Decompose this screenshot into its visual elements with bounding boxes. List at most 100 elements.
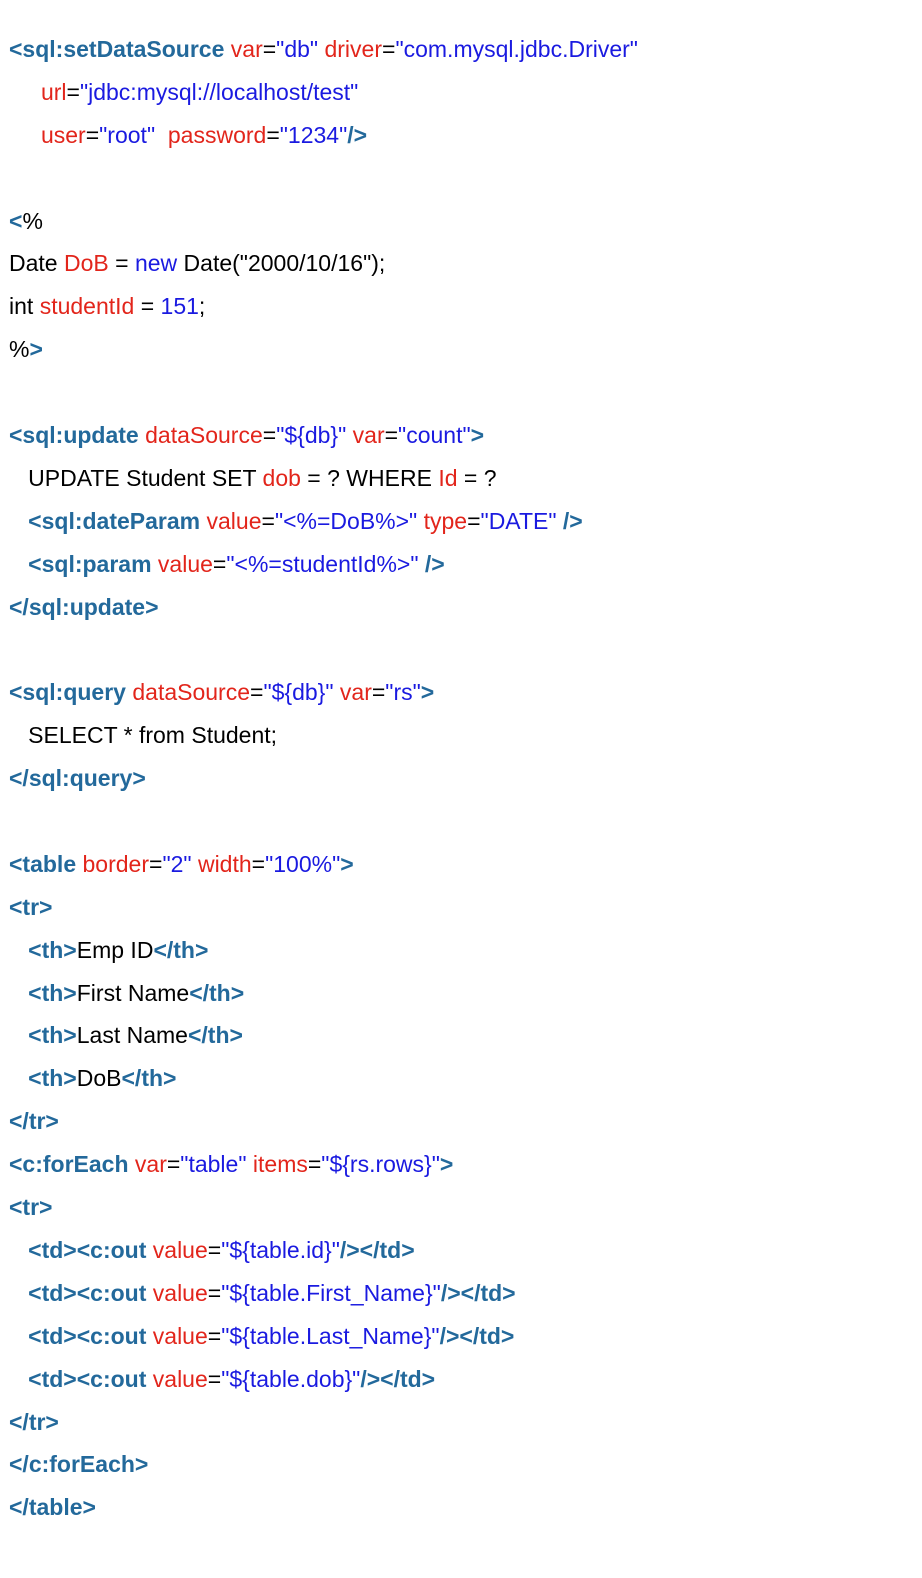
code-line: <th>DoB</th> [9, 1057, 922, 1100]
code-attribute: user [40, 121, 86, 148]
code-text: = [207, 1279, 222, 1306]
code-text [9, 508, 28, 534]
code-attribute: items [252, 1151, 308, 1178]
code-text: = [166, 1151, 181, 1178]
code-line: <td><c:out value="${table.id}"/></td> [9, 1229, 922, 1272]
code-tag: /> [562, 507, 583, 534]
code-text: % [22, 207, 43, 234]
code-tag: <sql:dateParam [28, 507, 201, 534]
code-text: int [9, 293, 40, 320]
code-text: = [108, 250, 135, 277]
code-text: = [251, 850, 266, 877]
code-line: </tr> [9, 1401, 922, 1444]
code-text: Date("2000/10/16"); [177, 250, 386, 277]
code-tag: <sql:param [28, 550, 152, 577]
code-attribute: var [339, 679, 372, 706]
code-keyword: new [134, 250, 178, 277]
code-line: </tr> [9, 1100, 922, 1143]
code-attribute: var [230, 36, 263, 62]
code-tag: <table [9, 850, 77, 877]
code-attribute: dataSource [132, 679, 250, 706]
code-tag: <tr> [9, 893, 53, 920]
code-text: = [134, 293, 161, 320]
code-variable: DoB [63, 250, 109, 277]
code-attribute: value [206, 507, 262, 534]
code-string: "rs" [385, 679, 421, 706]
code-text [9, 122, 41, 148]
code-text: = [85, 121, 100, 148]
code-string: "table" [180, 1151, 247, 1178]
code-text [9, 1065, 28, 1091]
code-line: %> [9, 328, 922, 371]
code-text: ; [198, 293, 206, 320]
code-line: </c:forEach> [9, 1443, 922, 1486]
code-line: </table> [9, 1486, 922, 1529]
code-tag: /></td> [360, 1365, 436, 1392]
code-line: url="jdbc:mysql://localhost/test" [9, 71, 922, 114]
code-string: "${table.id}" [221, 1236, 340, 1263]
code-line: <td><c:out value="${table.dob}"/></td> [9, 1358, 922, 1401]
code-line: <c:forEach var="table" items="${rs.rows}… [9, 1143, 922, 1186]
code-tag: <td><c:out [28, 1236, 147, 1263]
code-text: Last Name [76, 1022, 188, 1049]
code-text: = [261, 507, 275, 534]
code-line: </sql:update> [9, 586, 922, 629]
code-tag: < [9, 207, 23, 234]
code-tag: /></td> [440, 1279, 516, 1306]
code-line [9, 628, 922, 671]
code-text: = [250, 679, 264, 706]
code-tag: /></td> [439, 1322, 515, 1349]
code-line: SELECT * from Student; [9, 714, 922, 757]
code-string: "count" [398, 422, 471, 449]
code-text: = [207, 1365, 222, 1392]
code-tag: </th> [121, 1065, 177, 1092]
code-tag: > [340, 850, 354, 877]
code-line: <th>First Name</th> [9, 972, 922, 1015]
code-line: <sql:setDataSource var="db" driver="com.… [9, 28, 922, 71]
code-string: "${table.Last_Name}" [221, 1322, 440, 1349]
code-line: <sql:update dataSource="${db}" var="coun… [9, 414, 922, 457]
code-attribute: dataSource [145, 422, 263, 449]
code-tag: </tr> [9, 1108, 59, 1135]
code-text: = [262, 422, 277, 449]
code-text: UPDATE Student SET [9, 464, 263, 491]
code-tag: > [420, 679, 435, 706]
code-line [9, 371, 922, 414]
code-attribute: url [40, 78, 67, 105]
code-text: = [149, 850, 163, 877]
code-text: = [467, 507, 481, 534]
code-line: <sql:param value="<%=studentId%>" /> [9, 543, 922, 586]
code-line: Date DoB = new Date("2000/10/16"); [9, 242, 922, 285]
code-text: = [384, 422, 399, 449]
code-tag: </c:forEach> [9, 1451, 149, 1478]
code-tag: </table> [9, 1494, 96, 1521]
code-line: <% [9, 200, 922, 243]
code-attribute: value [152, 1236, 208, 1263]
code-tag: <sql:setDataSource [9, 36, 225, 62]
code-text: First Name [76, 979, 190, 1006]
code-tag: /> [424, 550, 445, 577]
code-attribute: var [134, 1151, 167, 1178]
code-line: <th>Emp ID</th> [9, 929, 922, 972]
code-text: Emp ID [76, 936, 154, 963]
code-text: % [9, 336, 30, 363]
code-variable: Id [438, 464, 458, 491]
code-string: "100%" [265, 850, 341, 877]
code-tag: <th> [28, 1065, 77, 1092]
code-attribute: driver [324, 36, 382, 62]
code-text [9, 937, 28, 963]
code-line [9, 800, 922, 843]
code-text [155, 122, 168, 148]
code-variable: studentId [39, 293, 135, 320]
code-text: Date [9, 250, 64, 277]
code-line: <sql:dateParam value="<%=DoB%>" type="DA… [9, 500, 922, 543]
code-text: = [207, 1236, 222, 1263]
code-tag: /></td> [339, 1236, 415, 1263]
code-tag: <th> [28, 979, 77, 1006]
code-attribute: password [167, 121, 267, 148]
code-line: <td><c:out value="${table.Last_Name}"/><… [9, 1315, 922, 1358]
code-attribute: border [82, 850, 149, 877]
code-tag: </sql:query> [9, 765, 146, 792]
code-tag: </th> [189, 979, 245, 1006]
code-text: = [262, 36, 277, 62]
